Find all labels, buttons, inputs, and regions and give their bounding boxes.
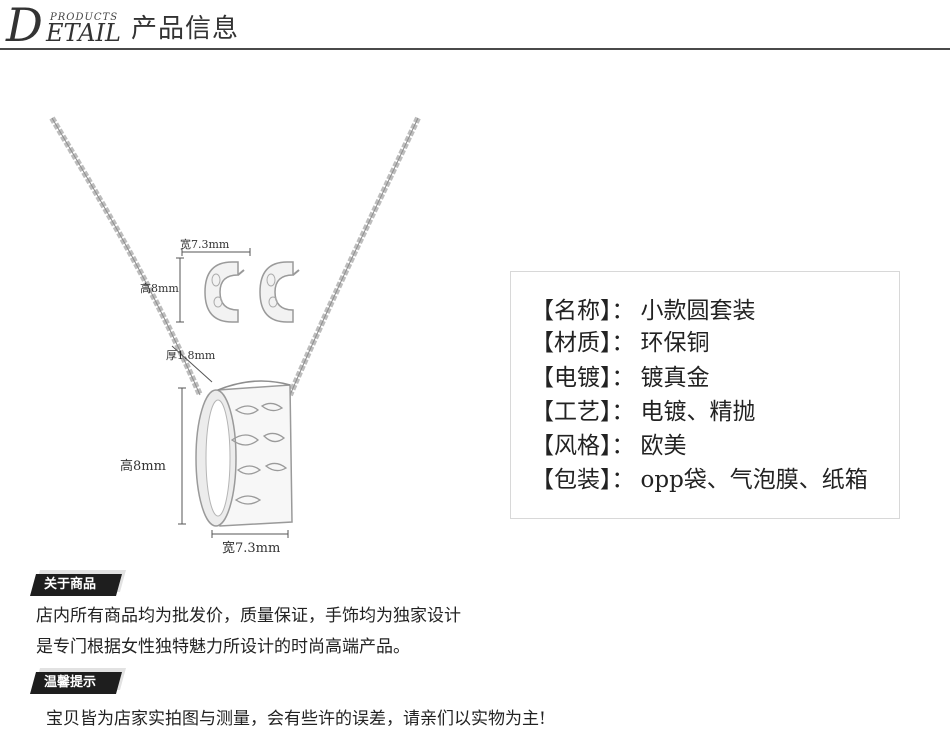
spec-value: opp袋、气泡膜、纸箱 [640, 467, 868, 493]
spec-row-material: 【材质】：环保铜 [531, 328, 710, 358]
spec-row-name: 【名称】：小款圆套装 [531, 296, 756, 326]
page-header: D PRODUCTS ETAIL 产品信息 [0, 0, 950, 50]
logo-word: ETAIL [46, 19, 121, 47]
about-line-1: 店内所有商品均为批发价，质量保证，手饰均为独家设计 [36, 606, 461, 626]
spec-row-style: 【风格】：欧美 [531, 431, 687, 461]
spec-value: 欧美 [640, 433, 687, 459]
tips-badge: 温馨提示 [30, 668, 130, 694]
spec-value: 环保铜 [640, 330, 710, 356]
spec-panel: 【名称】：小款圆套装 【材质】：环保铜 【电镀】：镀真金 【工艺】：电镀、精抛 … [510, 271, 900, 519]
about-line-2: 是专门根据女性独特魅力所设计的时尚高端产品。 [36, 637, 410, 657]
dimension-line [171, 345, 213, 383]
spec-value: 电镀、精抛 [640, 399, 756, 425]
earring-height-label: 高8mm [140, 281, 179, 295]
product-illustration: 宽7.3mm 高8mm 厚1.8mm 高8mm 宽7.3mm [49, 116, 421, 556]
spec-label: 【工艺】： [531, 399, 635, 425]
spec-value: 镀真金 [640, 365, 710, 391]
earring-right [259, 261, 300, 323]
logo-initial: D [6, 0, 43, 52]
spec-label: 【材质】： [531, 330, 635, 356]
spec-label: 【包装】： [531, 467, 635, 493]
page-title: 产品信息 [131, 14, 240, 44]
about-badge-label: 关于商品 [44, 577, 97, 592]
logo-subtitle: PRODUCTS [50, 12, 119, 23]
pendant-thickness-label: 厚1.8mm [166, 349, 216, 362]
product-image: 宽7.3mm 高8mm 厚1.8mm 高8mm 宽7.3mm [40, 110, 440, 590]
tips-line-1: 宝贝皆为店家实拍图与测量，会有些许的误差，请亲们以实物为主! [46, 709, 546, 729]
earring-left [204, 261, 245, 323]
pendant-ring [195, 380, 293, 527]
spec-label: 【风格】： [531, 433, 635, 459]
about-badge: 关于商品 [30, 570, 130, 596]
header-divider [0, 48, 950, 50]
spec-value: 小款圆套装 [640, 298, 756, 324]
spec-label: 【电镀】： [531, 365, 635, 391]
spec-row-packaging: 【包装】：opp袋、气泡膜、纸箱 [531, 465, 868, 495]
tips-badge-label: 温馨提示 [44, 675, 97, 690]
spec-row-plating: 【电镀】：镀真金 [531, 363, 710, 393]
pendant-width-label: 宽7.3mm [222, 540, 280, 556]
pendant-height-label: 高8mm [120, 458, 166, 474]
earring-width-label: 宽7.3mm [180, 237, 230, 251]
spec-label: 【名称】： [531, 298, 635, 324]
spec-row-craft: 【工艺】：电镀、精抛 [531, 397, 756, 427]
